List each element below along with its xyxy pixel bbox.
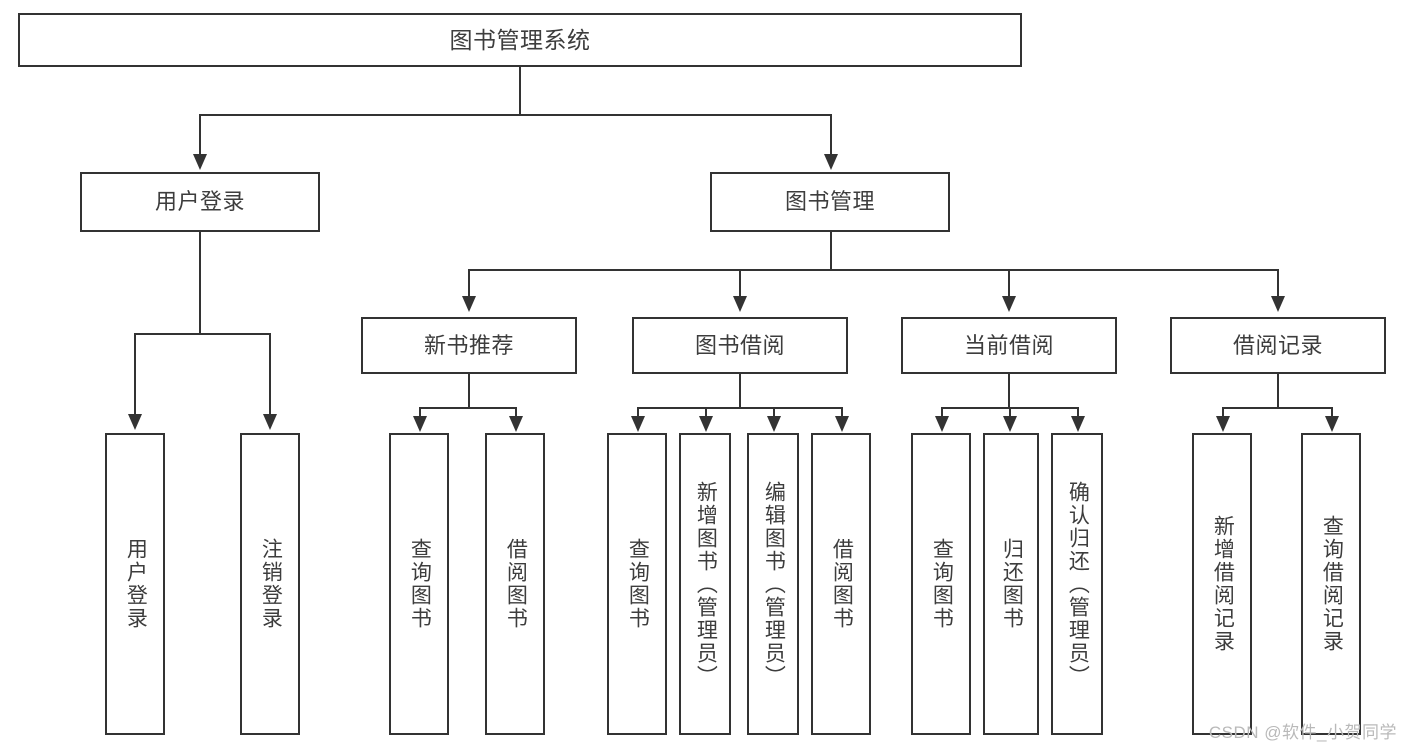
node-book-borrow[interactable]: 图书借阅	[632, 317, 848, 374]
connector-drop-book-borrow	[739, 269, 741, 297]
connector-bus-level2	[199, 114, 832, 116]
arrowhead-leaf-add-book	[699, 416, 713, 432]
connector-drop-leaf-query-book-3	[941, 407, 943, 417]
node-current-borrow[interactable]: 当前借阅	[901, 317, 1117, 374]
connector-drop-leaf-borrow-book-2	[841, 407, 843, 417]
connector-drop-leaf-confirm-return	[1077, 407, 1079, 417]
connector-bus-new-book-leaves	[419, 407, 517, 409]
arrowhead-leaf-logout	[263, 414, 277, 430]
arrowhead-leaf-borrow-book-2	[835, 416, 849, 432]
leaf-borrow-book-new-recommend[interactable]: 借阅图书	[485, 433, 545, 735]
connector-drop-leaf-query-book-1	[419, 407, 421, 417]
leaf-user-login[interactable]: 用户登录	[105, 433, 165, 735]
connector-drop-leaf-add-book	[705, 407, 707, 417]
arrowhead-leaf-borrow-book-1	[509, 416, 523, 432]
leaf-borrow-book[interactable]: 借阅图书	[811, 433, 871, 735]
node-label: 查询借阅记录	[1320, 515, 1344, 653]
connector-drop-leaf-logout	[269, 333, 271, 415]
connector-borrow-record-stem	[1277, 374, 1279, 408]
node-label: 编辑图书（管理员）	[762, 480, 786, 688]
node-book-management[interactable]: 图书管理	[710, 172, 950, 232]
leaf-add-borrow-record[interactable]: 新增借阅记录	[1192, 433, 1252, 735]
arrowhead-leaf-query-record	[1325, 416, 1339, 432]
node-label: 新增图书（管理员）	[694, 480, 718, 688]
connector-book-manage-stem	[830, 232, 832, 271]
connector-drop-leaf-add-record	[1222, 407, 1224, 417]
node-label: 用户登录	[124, 538, 148, 630]
node-label: 图书管理	[784, 189, 875, 215]
node-label: 借阅图书	[830, 538, 854, 630]
node-label: 借阅图书	[504, 538, 528, 630]
connector-root-stem	[519, 67, 521, 115]
arrowhead-leaf-query-book-3	[935, 416, 949, 432]
arrowhead-leaf-query-book-2	[631, 416, 645, 432]
node-user-login[interactable]: 用户登录	[80, 172, 320, 232]
arrowhead-leaf-query-book-1	[413, 416, 427, 432]
node-label: 用户登录	[154, 189, 245, 215]
node-label: 归还图书	[1000, 538, 1024, 630]
connector-drop-leaf-query-record	[1331, 407, 1333, 417]
node-label: 注销登录	[259, 538, 283, 630]
connector-bus-borrow-record-leaves	[1222, 407, 1333, 409]
node-label: 查询图书	[408, 538, 432, 630]
connector-drop-leaf-user-login	[134, 333, 136, 415]
connector-current-borrow-stem	[1008, 374, 1010, 408]
leaf-query-book-new-recommend[interactable]: 查询图书	[389, 433, 449, 735]
watermark-text: CSDN @软件_小贺同学	[1208, 723, 1397, 742]
connector-drop-leaf-edit-book	[773, 407, 775, 417]
connector-drop-leaf-borrow-book-1	[515, 407, 517, 417]
node-root-system[interactable]: 图书管理系统	[18, 13, 1022, 67]
arrowhead-leaf-add-record	[1216, 416, 1230, 432]
node-label: 图书借阅	[694, 332, 785, 358]
connector-user-login-stem	[199, 232, 201, 334]
connector-bus-book-borrow-leaves	[637, 407, 841, 409]
node-label: 借阅记录	[1232, 332, 1323, 358]
connector-drop-user-login	[199, 114, 201, 156]
node-label: 新书推荐	[423, 332, 514, 358]
connector-bus-user-login-leaves	[134, 333, 271, 335]
node-label: 查询图书	[626, 538, 650, 630]
leaf-query-book-borrow[interactable]: 查询图书	[607, 433, 667, 735]
node-label: 新增借阅记录	[1211, 515, 1235, 653]
leaf-query-book-current[interactable]: 查询图书	[911, 433, 971, 735]
connector-drop-borrow-record	[1277, 269, 1279, 297]
node-label: 查询图书	[930, 538, 954, 630]
arrowhead-current-borrow	[1002, 296, 1016, 312]
leaf-logout[interactable]: 注销登录	[240, 433, 300, 735]
node-label: 图书管理系统	[449, 26, 591, 53]
connector-drop-book-manage	[830, 114, 832, 156]
arrowhead-user-login	[193, 154, 207, 170]
connector-book-borrow-stem	[739, 374, 741, 408]
node-label: 确认归还（管理员）	[1066, 480, 1090, 688]
connector-new-book-stem	[468, 374, 470, 408]
leaf-confirm-return-admin[interactable]: 确认归还（管理员）	[1051, 433, 1103, 735]
connector-drop-current-borrow	[1008, 269, 1010, 297]
arrowhead-new-book	[462, 296, 476, 312]
leaf-add-book-admin[interactable]: 新增图书（管理员）	[679, 433, 731, 735]
leaf-return-book[interactable]: 归还图书	[983, 433, 1039, 735]
leaf-query-borrow-record[interactable]: 查询借阅记录	[1301, 433, 1361, 735]
leaf-edit-book-admin[interactable]: 编辑图书（管理员）	[747, 433, 799, 735]
arrowhead-leaf-user-login	[128, 414, 142, 430]
arrowhead-book-borrow	[733, 296, 747, 312]
connector-drop-leaf-return-book	[1009, 407, 1011, 417]
node-label: 当前借阅	[963, 332, 1054, 358]
node-borrow-record[interactable]: 借阅记录	[1170, 317, 1386, 374]
arrowhead-leaf-edit-book	[767, 416, 781, 432]
arrowhead-borrow-record	[1271, 296, 1285, 312]
node-new-book-recommend[interactable]: 新书推荐	[361, 317, 577, 374]
connector-drop-new-book	[468, 269, 470, 297]
arrowhead-leaf-return-book	[1003, 416, 1017, 432]
arrowhead-book-manage	[824, 154, 838, 170]
connector-bus-level3	[468, 269, 1279, 271]
arrowhead-leaf-confirm-return	[1071, 416, 1085, 432]
connector-drop-leaf-query-book-2	[637, 407, 639, 417]
